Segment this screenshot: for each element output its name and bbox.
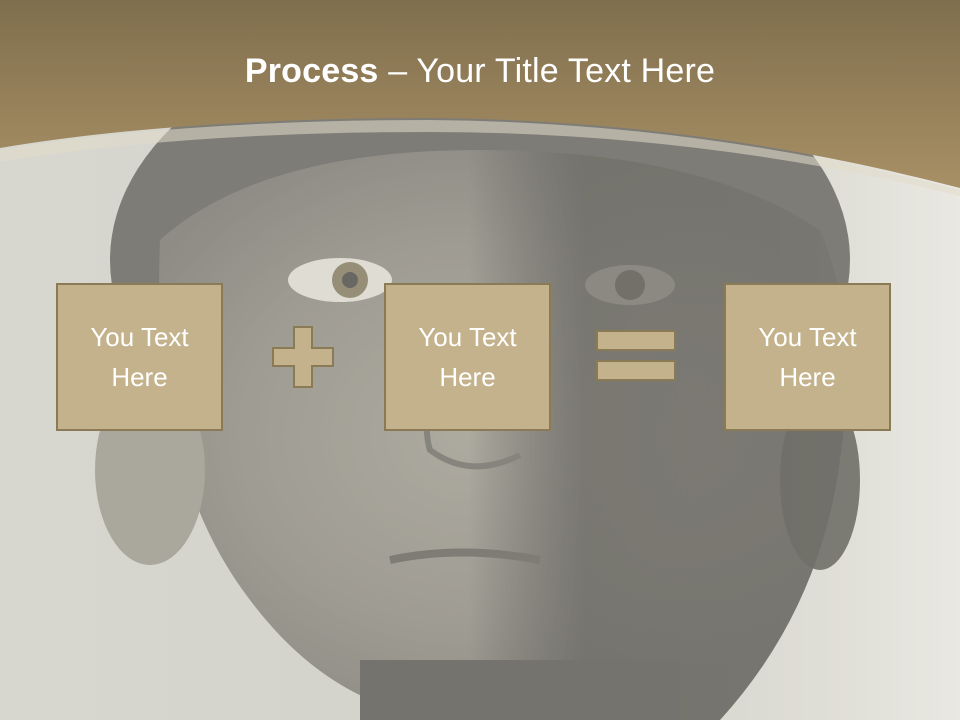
title-rest-text: – Your Title Text Here: [378, 52, 716, 90]
title-bold-text: Process: [244, 52, 379, 90]
process-box-2: You Text Here: [384, 283, 551, 431]
process-box-3-text: You Text Here: [758, 322, 857, 392]
process-box-2-text: You Text Here: [418, 322, 517, 392]
header-band: [0, 0, 960, 196]
plus-icon: [272, 326, 334, 388]
process-box-1: You Text Here: [56, 283, 223, 431]
slide-title: Process – Your Title Text Here: [0, 52, 960, 91]
process-box-1-text: You Text Here: [90, 322, 189, 392]
process-box-3: You Text Here: [724, 283, 891, 431]
equals-icon: [596, 330, 676, 381]
